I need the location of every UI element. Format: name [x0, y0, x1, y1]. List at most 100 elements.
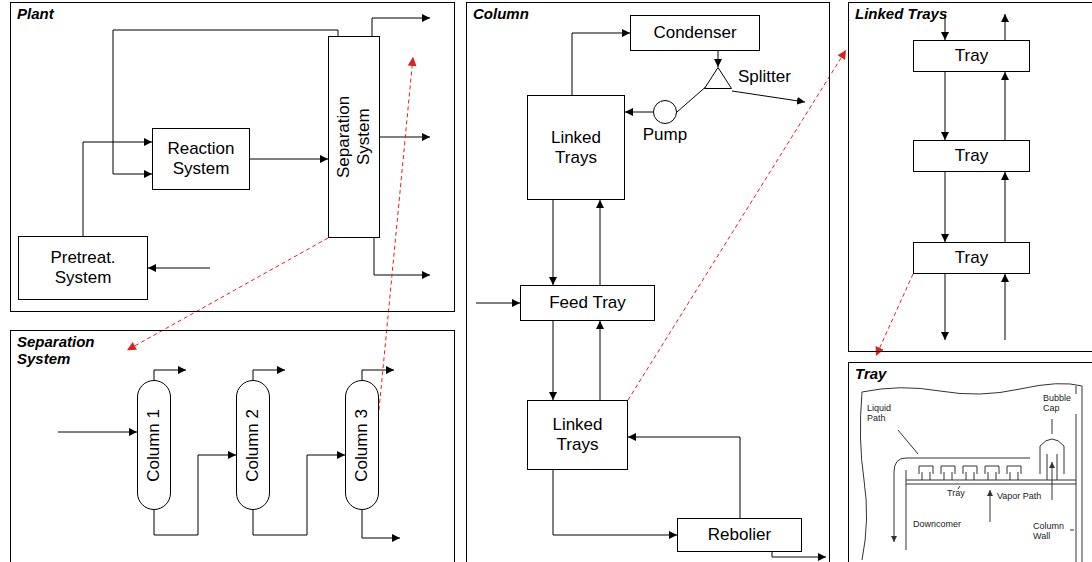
- process-box: Feed Tray: [520, 285, 655, 321]
- zoom-link: [876, 274, 913, 356]
- process-box: Linked Trays: [527, 400, 628, 470]
- stream-arrow: [154, 370, 186, 380]
- bubble-cap: [985, 466, 999, 480]
- flow-arrow: [1005, 172, 1006, 242]
- downcomer-wall: [906, 470, 907, 550]
- process-box: Condenser: [630, 15, 760, 51]
- stream-arrow: [58, 432, 137, 433]
- flow-arrow: [553, 470, 677, 535]
- node-label: Column 2: [243, 409, 263, 482]
- panel-heading: Column: [473, 5, 529, 22]
- node-label: Pump: [635, 100, 695, 145]
- stream-arrow: [476, 303, 520, 304]
- bubble-caps: [919, 466, 1021, 480]
- bubble-cap: [919, 466, 933, 480]
- part-label: Vapor Path: [996, 492, 1042, 502]
- node-label: Linked Trays: [541, 128, 611, 167]
- open-arrows: [58, 14, 1005, 557]
- node-label: Tray: [955, 46, 988, 66]
- flow-arrow: [553, 321, 554, 400]
- process-box: Linked Trays: [527, 95, 625, 200]
- splitter-symbol: Splitter: [704, 67, 804, 91]
- pump-outline: [635, 100, 695, 126]
- flow-arrow: [945, 172, 946, 242]
- process-box: Pretreat. System: [18, 236, 148, 300]
- part-label: Tray: [946, 489, 966, 499]
- stream-arrow: [362, 510, 400, 538]
- part-label: Bubble Cap: [1042, 394, 1078, 414]
- view-panel: ColumnCondenserSplitterLinked Trays PumpF…: [466, 2, 830, 562]
- panel-heading: Separation System: [17, 333, 117, 368]
- view-panel: Linked TraysTrayTrayTray: [848, 2, 1092, 352]
- flow-arrow: [553, 200, 554, 285]
- node-label: Separation System: [334, 87, 373, 187]
- zoom-link: [628, 50, 846, 400]
- node-label: Rebolier: [708, 525, 771, 545]
- process-box: Tray: [913, 140, 1030, 172]
- process-box: Separation System: [328, 36, 380, 238]
- tray-illustration: [860, 384, 1082, 562]
- stream-arrow: [362, 370, 394, 380]
- flow-arrow: [628, 437, 740, 518]
- node-label: Reaction System: [159, 139, 244, 178]
- node-label: Tray: [955, 248, 988, 268]
- panel-heading: Linked Trays: [855, 5, 947, 22]
- part-label: Downcomer: [912, 520, 962, 530]
- flow-arrow: [572, 33, 630, 95]
- part-label: Liquid Path: [866, 404, 900, 424]
- stream-arrow: [945, 274, 946, 340]
- torn-edge: [862, 384, 1082, 394]
- node-label: Splitter: [738, 67, 791, 87]
- tray-plate: [906, 480, 1076, 484]
- node-label: Column 3: [352, 409, 372, 482]
- node-label: Condenser: [653, 23, 736, 43]
- column-vessel: Column 2: [236, 380, 270, 510]
- stream-arrow: [372, 18, 430, 36]
- flow-arrow: [250, 159, 328, 160]
- column-vessel: Column 1: [137, 380, 171, 510]
- bubble-cap: [941, 466, 955, 480]
- zoom-link: [127, 238, 328, 350]
- pump-circle: [654, 101, 677, 124]
- node-label: Linked Trays: [543, 415, 613, 454]
- view-panel: PlantReaction SystemSeparation SystemPre…: [10, 2, 455, 312]
- vapor-path-arrow: [990, 490, 991, 522]
- flow-arrow: [1005, 72, 1006, 140]
- node-label: Pretreat. System: [36, 248, 131, 287]
- stream-arrow: [374, 238, 430, 275]
- process-box: Reaction System: [152, 128, 250, 190]
- stream-arrow: [253, 370, 285, 380]
- pump-symbol: Pump: [635, 100, 695, 146]
- leader-line: [898, 430, 918, 454]
- connectors: [83, 30, 1005, 535]
- stream-arrow: [148, 268, 210, 269]
- stream-arrow: [772, 552, 826, 557]
- vapor-arrow: [1052, 462, 1053, 500]
- splitter-triangle: [705, 68, 732, 89]
- process-box: Tray: [913, 242, 1030, 274]
- leader-line: [1052, 419, 1053, 434]
- bubble-cap: [963, 466, 977, 480]
- flow-arrow: [718, 51, 719, 67]
- flow-arrow: [600, 200, 601, 285]
- flow-arrow: [625, 112, 653, 113]
- panel-heading: Tray: [855, 365, 886, 382]
- node-label: Tray: [955, 146, 988, 166]
- stream-arrow: [732, 91, 805, 102]
- node-label: Column 1: [144, 409, 164, 482]
- process-box: Rebolier: [677, 518, 802, 552]
- stream-arrow: [1005, 274, 1006, 340]
- process-box: Tray: [913, 40, 1030, 72]
- zoom-link: [379, 57, 413, 410]
- flow-arrow: [83, 142, 152, 236]
- stream-arrow: [1005, 14, 1006, 40]
- column-vessel: Column 3: [345, 380, 379, 510]
- part-label: Column Wall: [1032, 522, 1070, 542]
- node-label: Feed Tray: [549, 293, 626, 313]
- splitter-outline: [704, 67, 732, 89]
- flow-arrow: [945, 72, 946, 140]
- view-panel: Separation SystemColumn 1 Column 2 Column …: [10, 330, 455, 562]
- bubble-cap: [1007, 466, 1021, 480]
- flow-arrow: [600, 321, 601, 400]
